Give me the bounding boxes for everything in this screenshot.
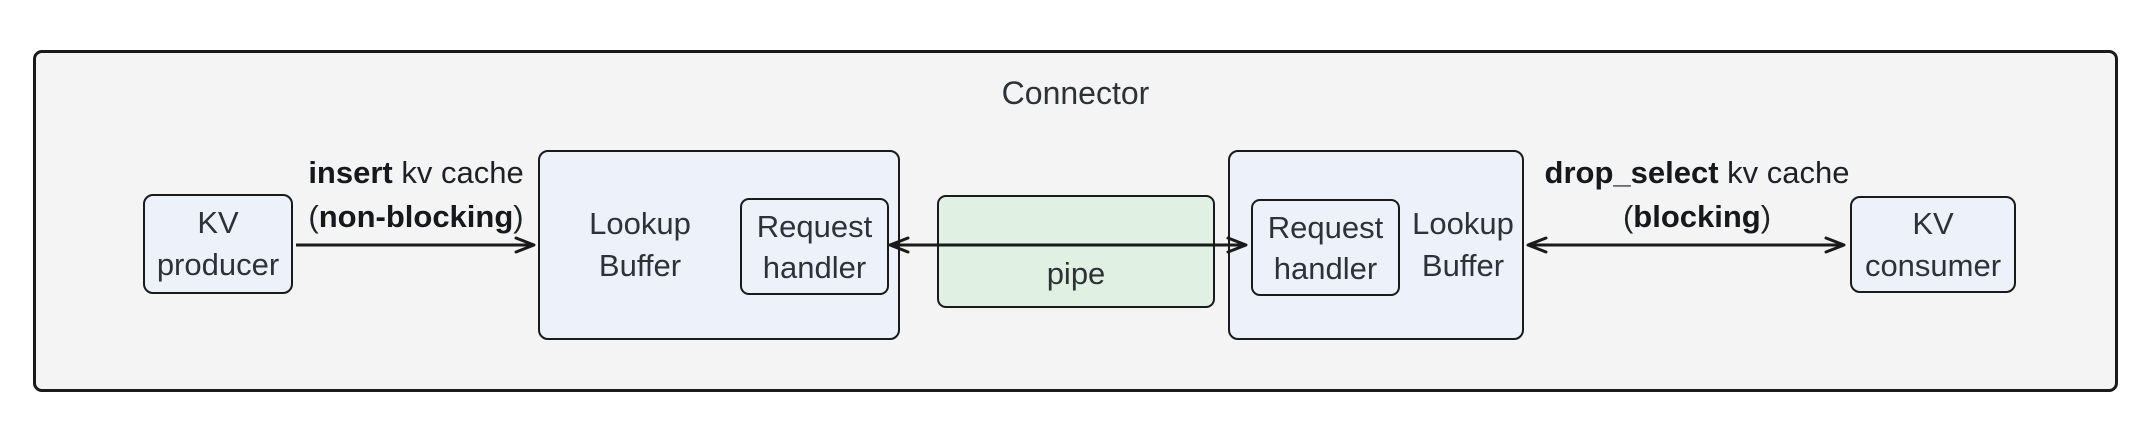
lookup-buffer-right-node: Request handler Lookup Buffer xyxy=(1228,150,1524,340)
lookup-buffer-left-line1: Lookup xyxy=(589,206,691,241)
insert-qualifier: non-blocking xyxy=(318,199,514,234)
kv-producer-label-line2: producer xyxy=(156,247,280,282)
insert-edge-label: insert kv cache (non-blocking) xyxy=(240,151,592,239)
request-handler-right-line2: handler xyxy=(1273,250,1378,286)
request-handler-left-line2: handler xyxy=(762,249,867,285)
connector-title: Connector xyxy=(1001,75,1150,111)
kv-consumer-label-line2: consumer xyxy=(1864,247,2002,283)
insert-edge-label-line1: insert kv cache xyxy=(240,151,592,195)
lookup-buffer-left-node: Lookup Buffer Request handler xyxy=(538,150,900,340)
insert-edge-label-line2: (non-blocking) xyxy=(240,195,592,239)
drop-select-rparen: ) xyxy=(1760,199,1772,234)
drop-select-lparen: ( xyxy=(1622,199,1634,234)
drop-select-edge-label: drop_select kv cache (blocking) xyxy=(1521,151,1873,239)
lookup-buffer-right-label: Lookup Buffer xyxy=(1400,152,1526,338)
drop-select-edge-label-line1: drop_select kv cache xyxy=(1521,151,1873,195)
pipe-node: pipe xyxy=(937,195,1215,308)
insert-verb: insert xyxy=(308,155,393,190)
drop-select-verb: drop_select xyxy=(1544,155,1719,190)
request-handler-left-node: Request handler xyxy=(740,198,889,295)
kv-producer-label-line1: KV xyxy=(197,205,239,240)
insert-lparen: ( xyxy=(308,199,319,234)
lookup-buffer-right-line2: Buffer xyxy=(1421,248,1505,283)
lookup-buffer-left-label: Lookup Buffer xyxy=(540,152,740,338)
pipe-label: pipe xyxy=(1046,256,1106,291)
request-handler-right-node: Request handler xyxy=(1251,199,1400,296)
insert-suffix: kv cache xyxy=(392,155,524,190)
lookup-buffer-right-line1: Lookup xyxy=(1412,206,1514,241)
drop-select-edge-label-line2: (blocking) xyxy=(1521,195,1873,239)
drop-select-qualifier: blocking xyxy=(1633,199,1761,234)
insert-rparen: ) xyxy=(513,199,524,234)
request-handler-right-line1: Request xyxy=(1267,209,1384,245)
kv-producer-node: KV producer xyxy=(143,194,293,294)
kv-consumer-node: KV consumer xyxy=(1850,196,2016,293)
request-handler-left-line1: Request xyxy=(756,208,873,244)
drop-select-suffix: kv cache xyxy=(1718,155,1850,190)
kv-consumer-label-line1: KV xyxy=(1912,205,1954,241)
lookup-buffer-left-line2: Buffer xyxy=(598,248,682,283)
